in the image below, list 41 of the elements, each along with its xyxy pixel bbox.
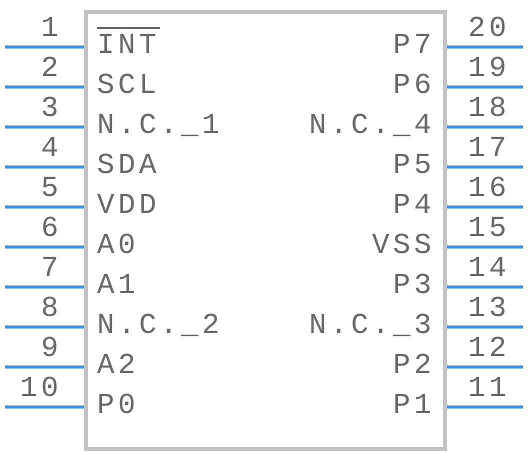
pin-name: A2 [97,351,140,381]
pin-number: 13 [468,295,510,323]
pin-name: P4 [392,191,435,221]
pin-number: 17 [468,135,510,163]
pin-name: P2 [392,351,435,381]
pin-name: P0 [97,391,140,421]
pin-number: 1 [40,15,62,43]
pin-name: P7 [392,31,435,61]
pin-name: P3 [392,271,435,301]
pin-name: P6 [392,71,435,101]
pin-name: A1 [97,271,140,301]
pin-number: 3 [40,95,62,123]
pin-number: 12 [468,335,510,363]
pin-number: 16 [468,175,510,203]
pin-number: 5 [40,175,62,203]
pin-number: 20 [468,15,510,43]
pin-number: 7 [40,255,62,283]
pin-name: A0 [97,231,140,261]
pin-number: 6 [40,215,62,243]
pin-number: 19 [468,55,510,83]
pin-number: 4 [40,135,62,163]
pin-name: N.C._2 [97,311,224,341]
pin-name: INT [97,31,160,61]
pin-name: VSS [372,231,435,261]
pin-name: SDA [97,151,160,181]
pin-number: 10 [20,375,62,403]
pin-number: 9 [40,335,62,363]
pin-number: 14 [468,255,510,283]
pin-number: 18 [468,95,510,123]
pin-number: 8 [40,295,62,323]
pin-name: P1 [392,391,435,421]
pin-number: 11 [468,375,510,403]
chip-body [84,10,447,451]
pin-name: VDD [97,191,160,221]
pin-name: SCL [97,71,160,101]
pin-name: N.C._1 [97,111,224,141]
pin-name: N.C._4 [308,111,435,141]
pin-name: N.C._3 [308,311,435,341]
pin-name: P5 [392,151,435,181]
pin-number: 15 [468,215,510,243]
pin-number: 2 [40,55,62,83]
